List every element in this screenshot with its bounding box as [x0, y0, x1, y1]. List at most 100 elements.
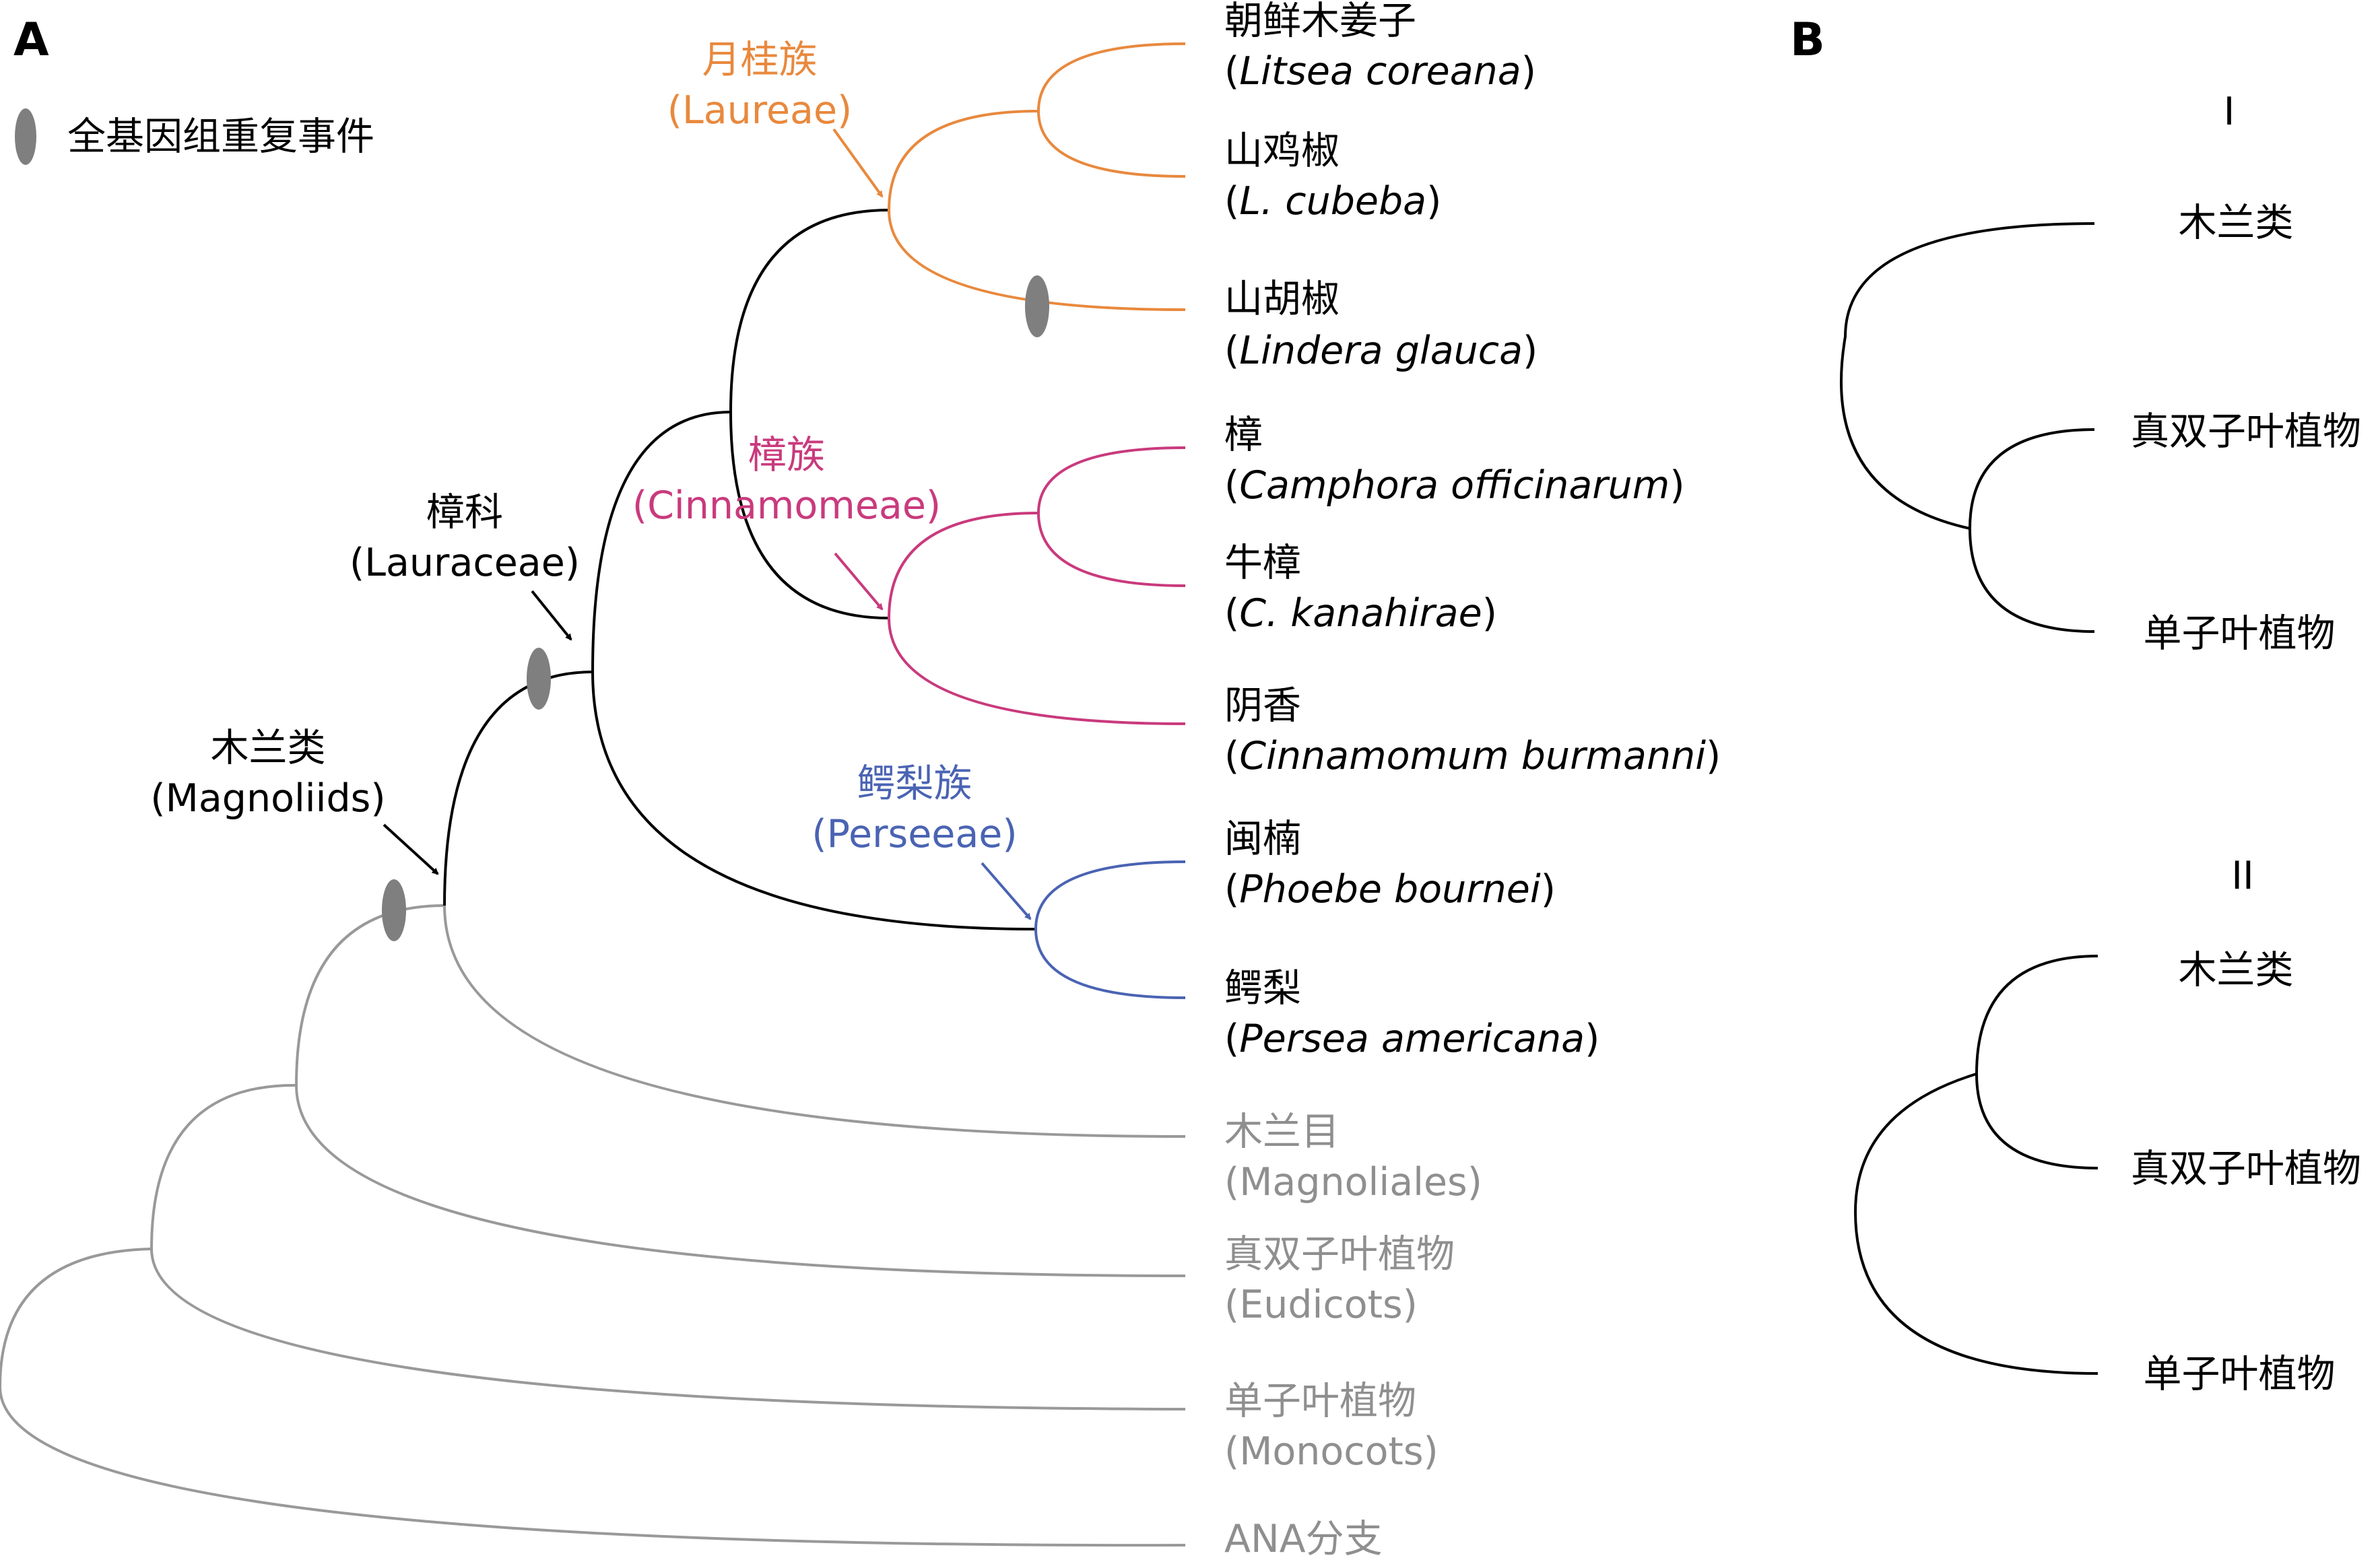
clade-magnoliids-latin: (Magnoliids)	[150, 776, 385, 821]
taxon-phoebe-bournei: 闽楠 (Phoebe bournei)	[1224, 817, 1556, 912]
branch-magnoliales	[443, 905, 1186, 1138]
branch-camphora	[1037, 446, 1186, 514]
tree-i-tip-monocots: 单子叶植物	[2144, 611, 2336, 656]
taxon-cn: 山鸡椒	[1224, 129, 1340, 173]
taxon-c-kanahirae: 牛樟 (C. kanahirae)	[1224, 541, 1497, 636]
taxon-sci-name: Camphora officinarum	[1239, 463, 1670, 508]
branch-phoebe	[1034, 860, 1186, 930]
outgroup-latin: (Magnoliales)	[1224, 1160, 1482, 1204]
branch-root-ana	[0, 1248, 1186, 1547]
taxon-sci-name: C. kanahirae	[1239, 591, 1482, 636]
tree-i-tip-magnoliids: 木兰类	[2179, 201, 2294, 245]
taxon-sci: (Camphora officinarum)	[1224, 463, 1685, 508]
clade-label-perseeae: 鳄梨族 (Perseeae)	[812, 761, 1017, 856]
tree-ii: II 木兰类 真双子叶植物 单子叶植物	[1853, 854, 2361, 1396]
tree-ii-tip-magnoliids: 木兰类	[2179, 948, 2294, 992]
branch-cinnamomeae-node	[888, 512, 1039, 619]
branch-ana-to-monocots	[150, 1248, 1186, 1410]
tree-i: I 木兰类 真双子叶植物 单子叶植物	[1839, 90, 2361, 656]
taxon-camphora-officinarum: 樟 (Camphora officinarum)	[1224, 413, 1685, 508]
outgroup-branches	[0, 904, 1186, 1547]
laureae-branches	[888, 42, 1186, 311]
backbone-branches	[443, 209, 1036, 930]
taxon-cn: 朝鲜木姜子	[1224, 0, 1416, 43]
panel-b-label: B	[1790, 13, 1825, 67]
clade-label-cinnamomeae: 樟族 (Cinnamomeae)	[632, 433, 941, 528]
wgd-ellipse-icon	[15, 108, 36, 165]
branch-lindera-glauca	[888, 209, 1186, 311]
taxon-litsea-coreana: 朝鲜木姜子 (Litsea coreana)	[1224, 0, 1536, 94]
tree-i-tip-eudicots: 真双子叶植物	[2131, 409, 2361, 454]
clade-perseeae-latin: (Perseeae)	[812, 812, 1017, 856]
taxon-sci-name: Phoebe bournei	[1239, 867, 1541, 912]
taxon-sci: (Phoebe bournei)	[1224, 867, 1556, 912]
tree-ii-branch-eudicots	[1975, 1073, 2098, 1169]
clade-laureae-latin: (Laureae)	[667, 88, 853, 133]
branch-to-laureae	[729, 209, 890, 413]
wgd-marker-magnoliids	[382, 879, 406, 941]
outgroup-latin: (Monocots)	[1224, 1429, 1439, 1474]
taxon-sci-name: Lindera glauca	[1239, 329, 1523, 373]
clade-perseeae-cn: 鳄梨族	[857, 761, 972, 806]
legend-label: 全基因组重复事件	[67, 114, 374, 159]
clade-label-laureae: 月桂族 (Laureae)	[667, 38, 853, 133]
clade-cinnamomeae-cn: 樟族	[748, 433, 825, 477]
taxon-cn: 闽楠	[1224, 817, 1301, 861]
clade-label-magnoliids: 木兰类 (Magnoliids)	[150, 726, 385, 821]
branch-cinnamomum-burmanni	[888, 617, 1186, 725]
branch-to-lauraceae-node	[443, 671, 593, 906]
taxon-sci: (Persea americana)	[1224, 1017, 1599, 1061]
tree-i-branch-inner-node	[1969, 428, 2095, 529]
branch-stem-to-magnoliids-node	[295, 904, 445, 1086]
outgroup-eudicots: 真双子叶植物 (Eudicots)	[1224, 1232, 1455, 1327]
branch-to-cinnamomeae	[729, 411, 890, 619]
outgroup-magnoliales: 木兰目 (Magnoliales)	[1224, 1110, 1482, 1204]
branch-stem-to-eudicots-node	[150, 1083, 297, 1250]
tree-i-numeral: I	[2224, 90, 2235, 134]
taxon-l-cubeba: 山鸡椒 (L. cubeba)	[1224, 129, 1441, 224]
arrow-magnoliids	[383, 823, 439, 875]
outgroup-monocots: 单子叶植物 (Monocots)	[1224, 1379, 1439, 1474]
clade-cinnamomeae-latin: (Cinnamomeae)	[632, 483, 941, 528]
tree-ii-branch-magnoliids	[1975, 955, 2098, 1075]
branch-litsea-coreana	[1037, 42, 1186, 112]
taxon-sci-name: Cinnamomum burmanni	[1239, 734, 1706, 778]
taxon-persea-americana: 鳄梨 (Persea americana)	[1224, 966, 1599, 1061]
branch-l-cubeba	[1037, 110, 1186, 178]
branch-eudicots	[295, 1085, 1186, 1277]
taxon-sci: (C. kanahirae)	[1224, 591, 1497, 636]
arrow-perseeae	[981, 862, 1032, 920]
taxon-lindera-glauca: 山胡椒 (Lindera glauca)	[1224, 277, 1538, 373]
taxon-sci-name: Persea americana	[1239, 1017, 1585, 1061]
wgd-marker-lauraceae	[527, 648, 551, 710]
taxon-labels: 朝鲜木姜子 (Litsea coreana) 山鸡椒 (L. cubeba) 山…	[1224, 0, 1721, 1561]
tree-ii-tip-monocots: 单子叶植物	[2144, 1352, 2336, 1396]
branch-c-kanahirae	[1037, 512, 1186, 587]
tree-ii-tip-eudicots: 真双子叶植物	[2131, 1147, 2361, 1191]
branch-lauraceae-to-lc-node	[591, 411, 731, 673]
outgroup-cn: ANA分支	[1224, 1517, 1383, 1561]
panel-a-label: A	[13, 13, 49, 67]
arrow-cinnamomeae	[834, 552, 884, 611]
wgd-marker-lindera	[1025, 275, 1049, 337]
clade-magnoliids-cn: 木兰类	[211, 726, 326, 770]
perseeae-branches	[1034, 860, 1186, 999]
clade-lauraceae-latin: (Lauraceae)	[350, 541, 580, 585]
taxon-cn: 樟	[1224, 413, 1263, 457]
outgroup-ana: ANA分支	[1224, 1517, 1383, 1561]
taxon-sci-name: Litsea coreana	[1239, 49, 1521, 94]
tree-ii-numeral: II	[2231, 854, 2254, 898]
arrow-lauraceae	[531, 590, 572, 641]
taxon-sci-name: L. cubeba	[1239, 179, 1426, 224]
clade-lauraceae-cn: 樟科	[426, 490, 503, 535]
legend: 全基因组重复事件	[15, 108, 374, 165]
tree-i-branch-monocots	[1969, 528, 2095, 633]
tree-i-branch-magnoliids	[1839, 222, 2095, 530]
outgroup-latin: (Eudicots)	[1224, 1283, 1418, 1327]
branch-laureae-lc-node	[888, 110, 1039, 211]
cinnamomeae-branches	[888, 446, 1186, 725]
taxon-cn: 阴香	[1224, 683, 1301, 728]
taxon-sci: (Cinnamomum burmanni)	[1224, 734, 1721, 778]
taxon-sci: (Litsea coreana)	[1224, 49, 1536, 94]
